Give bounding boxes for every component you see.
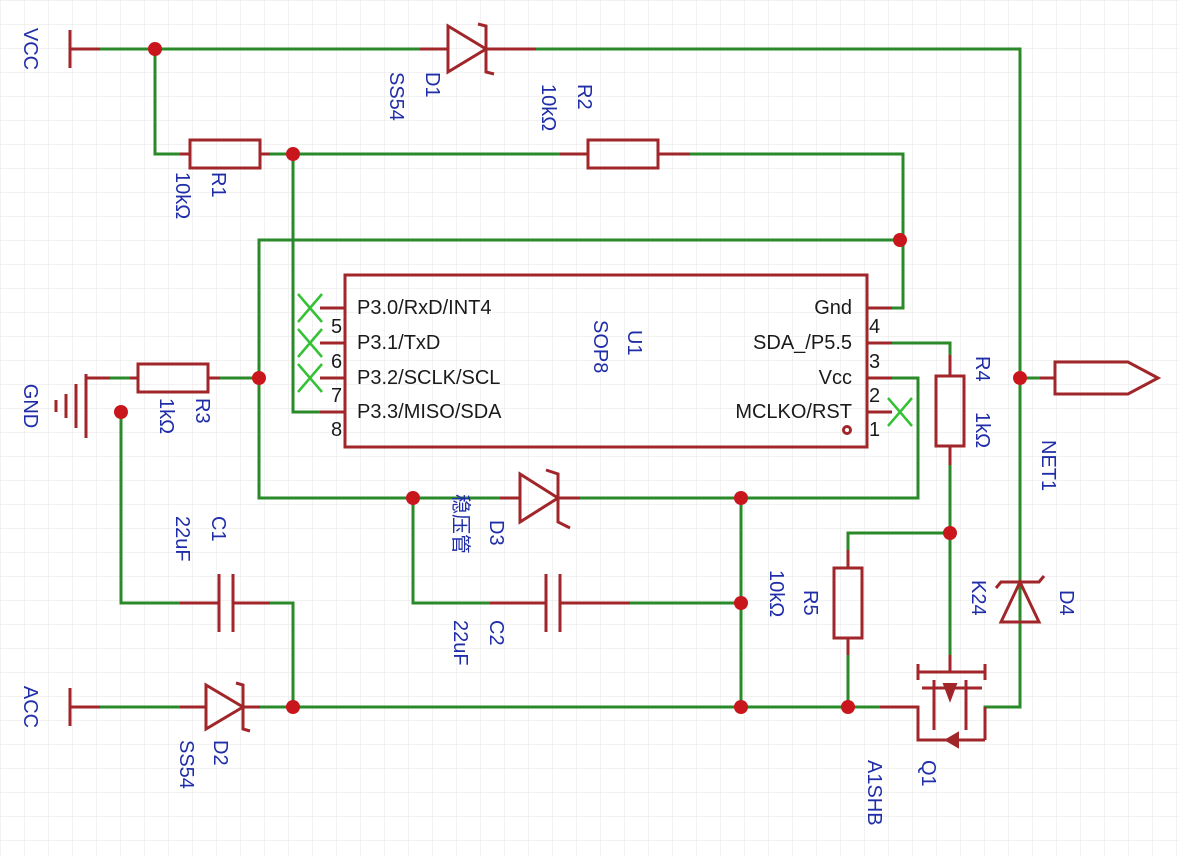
- c2-value: 22uF: [449, 620, 471, 666]
- c1-ref: C1: [207, 516, 229, 542]
- resistor-r2[interactable]: R2 10kΩ: [537, 84, 690, 170]
- d2-value: SS54: [175, 740, 197, 789]
- r5-value: 10kΩ: [765, 570, 787, 617]
- wires: [98, 47, 1042, 709]
- junctions: [114, 42, 1027, 714]
- junction: [148, 42, 162, 56]
- junction: [286, 700, 300, 714]
- no-connect-icon: [297, 328, 323, 358]
- junction: [893, 233, 907, 247]
- u1-pin-number: 3: [869, 351, 880, 373]
- junction: [734, 491, 748, 505]
- pin1-marker: [842, 425, 852, 435]
- mosfet-q1[interactable]: Q1 A1SHB: [863, 655, 987, 826]
- ic-u1[interactable]: 5 6 7 8 P3.0/RxD/INT4 P3.1/TxD P3.2/SCLK…: [320, 273, 892, 449]
- d4-ref: D4: [1055, 590, 1077, 616]
- diode-d1[interactable]: D1 SS54: [385, 22, 536, 121]
- acc-label: ACC: [19, 686, 41, 728]
- u1-pin-number: 6: [331, 351, 342, 373]
- r4-value: 1kΩ: [971, 412, 993, 448]
- gnd-port[interactable]: GND: [19, 374, 110, 438]
- u1-pin-name: P3.1/TxD: [357, 332, 440, 354]
- junction: [943, 526, 957, 540]
- acc-port[interactable]: ACC: [19, 686, 100, 728]
- u1-pin-number: 5: [331, 316, 342, 338]
- u1-pin-number: 8: [331, 419, 342, 441]
- junction: [286, 147, 300, 161]
- u1-pin-name: Vcc: [819, 367, 852, 389]
- u1-pin-name: MCLKO/RST: [735, 401, 852, 423]
- resistor-r5[interactable]: R5 10kΩ: [765, 550, 864, 655]
- no-connect-marks: [297, 293, 913, 427]
- c2-ref: C2: [485, 620, 507, 646]
- vcc-label: VCC: [19, 28, 41, 70]
- u1-pin-name: P3.3/MISO/SDA: [357, 401, 502, 423]
- junction: [114, 405, 128, 419]
- zener-d3[interactable]: D3 稳压管: [449, 468, 580, 554]
- u1-left-pins: 5 6 7 8 P3.0/RxD/INT4 P3.1/TxD P3.2/SCLK…: [320, 297, 502, 441]
- junction: [734, 596, 748, 610]
- junction: [406, 491, 420, 505]
- diode-d2[interactable]: D2 SS54: [175, 681, 260, 789]
- q1-ref: Q1: [917, 760, 939, 787]
- u1-pin-number: 4: [869, 316, 880, 338]
- u1-pin-number: 1: [869, 419, 880, 441]
- diode-d4[interactable]: D4 K24: [967, 575, 1077, 624]
- gnd-label: GND: [19, 384, 41, 428]
- net1-port[interactable]: NET1: [1037, 360, 1162, 491]
- r4-ref: R4: [971, 356, 993, 382]
- junction: [734, 700, 748, 714]
- resistor-r4[interactable]: R4 1kΩ: [934, 355, 993, 465]
- capacitor-c2[interactable]: C2 22uF: [449, 574, 630, 666]
- r5-ref: R5: [799, 590, 821, 616]
- u1-right-pins: 4 3 2 1 Gnd SDA_/P5.5 Vcc MCLKO/RST: [735, 297, 892, 441]
- u1-pin-name: P3.2/SCLK/SCL: [357, 367, 500, 389]
- d1-ref: D1: [421, 72, 443, 98]
- vcc-port[interactable]: VCC: [19, 28, 100, 70]
- no-connect-icon: [887, 397, 913, 427]
- junction: [1013, 371, 1027, 385]
- r1-value: 10kΩ: [171, 172, 193, 219]
- q1-value: A1SHB: [863, 760, 885, 826]
- r2-ref: R2: [573, 84, 595, 110]
- d2-ref: D2: [209, 740, 231, 766]
- no-connect-icon: [297, 363, 323, 393]
- junction: [841, 700, 855, 714]
- net1-label: NET1: [1037, 440, 1059, 491]
- u1-pin-number: 2: [869, 385, 880, 407]
- d1-value: SS54: [385, 72, 407, 121]
- resistor-r1[interactable]: R1 10kΩ: [171, 138, 270, 219]
- d4-value: K24: [967, 580, 989, 616]
- d3-ref: D3: [485, 520, 507, 546]
- r3-value: 1kΩ: [155, 398, 177, 434]
- r1-ref: R1: [207, 172, 229, 198]
- r3-ref: R3: [191, 398, 213, 424]
- u1-body: [343, 273, 869, 449]
- u1-pin-name: SDA_/P5.5: [753, 332, 852, 354]
- u1-pin-name: Gnd: [814, 297, 852, 319]
- u1-value: SOP8: [589, 320, 611, 373]
- d3-value: 稳压管: [449, 494, 472, 554]
- no-connect-icon: [297, 293, 323, 323]
- resistor-r3[interactable]: R3 1kΩ: [130, 362, 220, 434]
- r2-value: 10kΩ: [537, 84, 559, 131]
- junction: [252, 371, 266, 385]
- u1-pin-name: P3.0/RxD/INT4: [357, 297, 491, 319]
- capacitor-c1[interactable]: C1 22uF: [171, 516, 270, 632]
- u1-pin-number: 7: [331, 385, 342, 407]
- u1-ref: U1: [623, 330, 645, 356]
- c1-value: 22uF: [171, 516, 193, 562]
